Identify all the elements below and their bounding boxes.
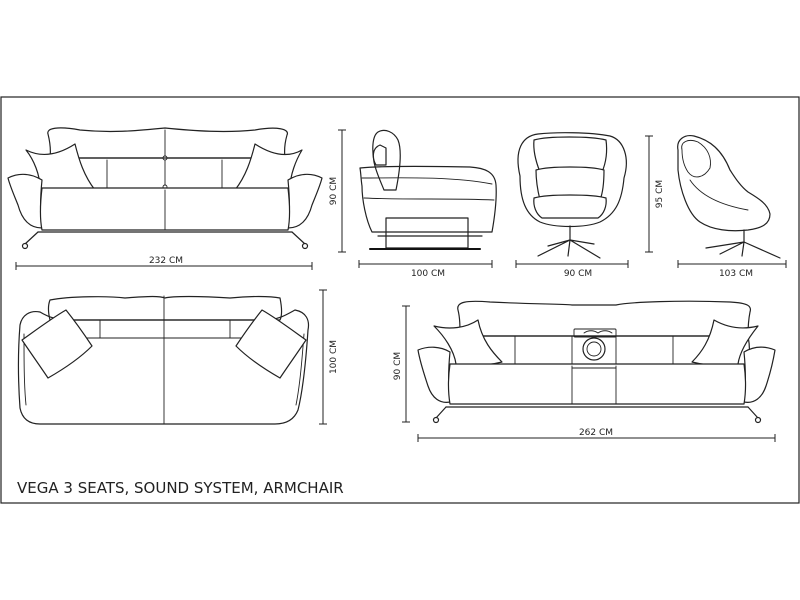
label-sofa3-width: 232 CM	[149, 256, 183, 266]
dim-sound-sofa-width: 262 CM	[417, 426, 776, 442]
dim-sofa3-side-depth: 100 CM	[358, 260, 493, 279]
label-sofa3-side-depth: 100 CM	[411, 269, 445, 279]
dim-sofa3-height: 90 CM	[329, 129, 346, 253]
dim-armchair-side-depth: 103 CM	[677, 260, 787, 279]
dim-armchair-front-width: 90 CM	[515, 260, 629, 279]
drawing-border	[0, 96, 800, 504]
label-sofa3-top-depth: 100 CM	[329, 340, 339, 374]
label-armchair-side-depth: 103 CM	[719, 269, 753, 279]
armchair-front-view	[517, 132, 627, 259]
sofa-side-view	[359, 129, 497, 250]
armchair-side-view	[677, 135, 781, 259]
dim-sound-sofa-height: 90 CM	[393, 305, 410, 423]
dim-sofa3-width: 232 CM	[15, 254, 313, 270]
label-armchair-front-width: 90 CM	[564, 269, 592, 279]
dim-sofa3-top-depth: 100 CM	[319, 289, 339, 425]
dim-armchair-height: 95 CM	[645, 135, 665, 253]
sofa-3-seat-front-view	[7, 127, 323, 250]
label-sound-sofa-height: 90 CM	[393, 352, 403, 380]
label-sofa3-height: 90 CM	[329, 177, 339, 205]
sofa-3-seat-top-view	[17, 295, 310, 425]
label-sound-sofa-width: 262 CM	[579, 428, 613, 438]
drawing-title: VEGA 3 SEATS, SOUND SYSTEM, ARMCHAIR	[17, 479, 344, 497]
sofa-sound-system-front-view	[417, 300, 776, 424]
label-armchair-height: 95 CM	[655, 180, 665, 208]
